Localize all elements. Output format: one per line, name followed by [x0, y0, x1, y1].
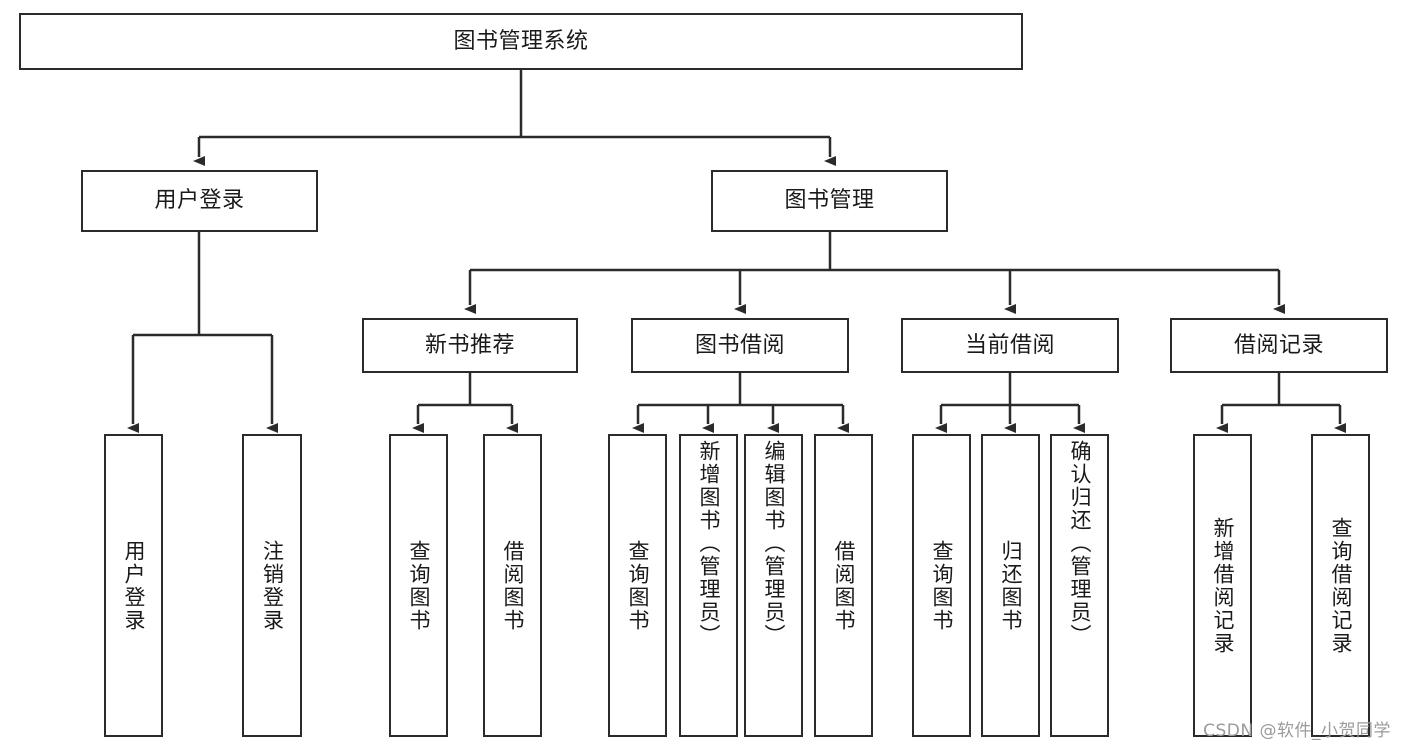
leaf-book-borrow-edit[interactable]: 编辑图书（管理员） — [744, 434, 803, 737]
leaf-label: 查询图书 — [625, 539, 650, 632]
leaf-label: 借阅图书 — [500, 539, 525, 632]
leaf-borrow-record-query[interactable]: 查询借阅记录 — [1311, 434, 1370, 737]
node-borrow-record[interactable]: 借阅记录 — [1170, 318, 1388, 373]
node-current-borrow-label: 当前借阅 — [964, 332, 1055, 358]
leaf-label: 确认归还（管理员） — [1067, 440, 1092, 647]
leaf-new-book-query[interactable]: 查询图书 — [389, 434, 448, 737]
node-new-book-recommend[interactable]: 新书推荐 — [362, 318, 578, 373]
leaf-label: 查询图书 — [929, 539, 954, 632]
leaf-user-login-login[interactable]: 用户登录 — [104, 434, 163, 737]
leaf-book-borrow-borrow[interactable]: 借阅图书 — [814, 434, 873, 737]
leaf-label: 查询图书 — [406, 539, 431, 632]
node-root-label: 图书管理系统 — [453, 28, 589, 54]
leaf-label: 归还图书 — [998, 539, 1023, 632]
leaf-label: 借阅图书 — [831, 539, 856, 632]
leaf-label: 用户登录 — [121, 539, 146, 632]
node-borrow-record-label: 借阅记录 — [1233, 332, 1324, 358]
leaf-book-borrow-query[interactable]: 查询图书 — [608, 434, 667, 737]
node-current-borrow[interactable]: 当前借阅 — [901, 318, 1119, 373]
leaf-borrow-record-add[interactable]: 新增借阅记录 — [1193, 434, 1252, 737]
node-user-login-label: 用户登录 — [154, 188, 245, 214]
leaf-current-borrow-return[interactable]: 归还图书 — [981, 434, 1040, 737]
leaf-label: 注销登录 — [260, 539, 285, 632]
leaf-current-borrow-query[interactable]: 查询图书 — [912, 434, 971, 737]
leaf-label: 编辑图书（管理员） — [761, 440, 786, 647]
node-root[interactable]: 图书管理系统 — [19, 13, 1023, 70]
leaf-label: 新增图书（管理员） — [696, 440, 721, 647]
node-new-book-recommend-label: 新书推荐 — [424, 332, 515, 358]
leaf-current-borrow-confirm[interactable]: 确认归还（管理员） — [1050, 434, 1109, 737]
node-book-borrow[interactable]: 图书借阅 — [631, 318, 849, 373]
node-book-borrow-label: 图书借阅 — [694, 332, 785, 358]
node-book-management-label: 图书管理 — [784, 188, 875, 214]
leaf-label: 新增借阅记录 — [1210, 516, 1235, 655]
leaf-book-borrow-add[interactable]: 新增图书（管理员） — [679, 434, 738, 737]
leaf-label: 查询借阅记录 — [1328, 516, 1353, 655]
node-book-management[interactable]: 图书管理 — [711, 170, 948, 232]
leaf-user-login-logout[interactable]: 注销登录 — [242, 434, 302, 737]
leaf-new-book-borrow[interactable]: 借阅图书 — [483, 434, 542, 737]
node-user-login[interactable]: 用户登录 — [81, 170, 318, 232]
